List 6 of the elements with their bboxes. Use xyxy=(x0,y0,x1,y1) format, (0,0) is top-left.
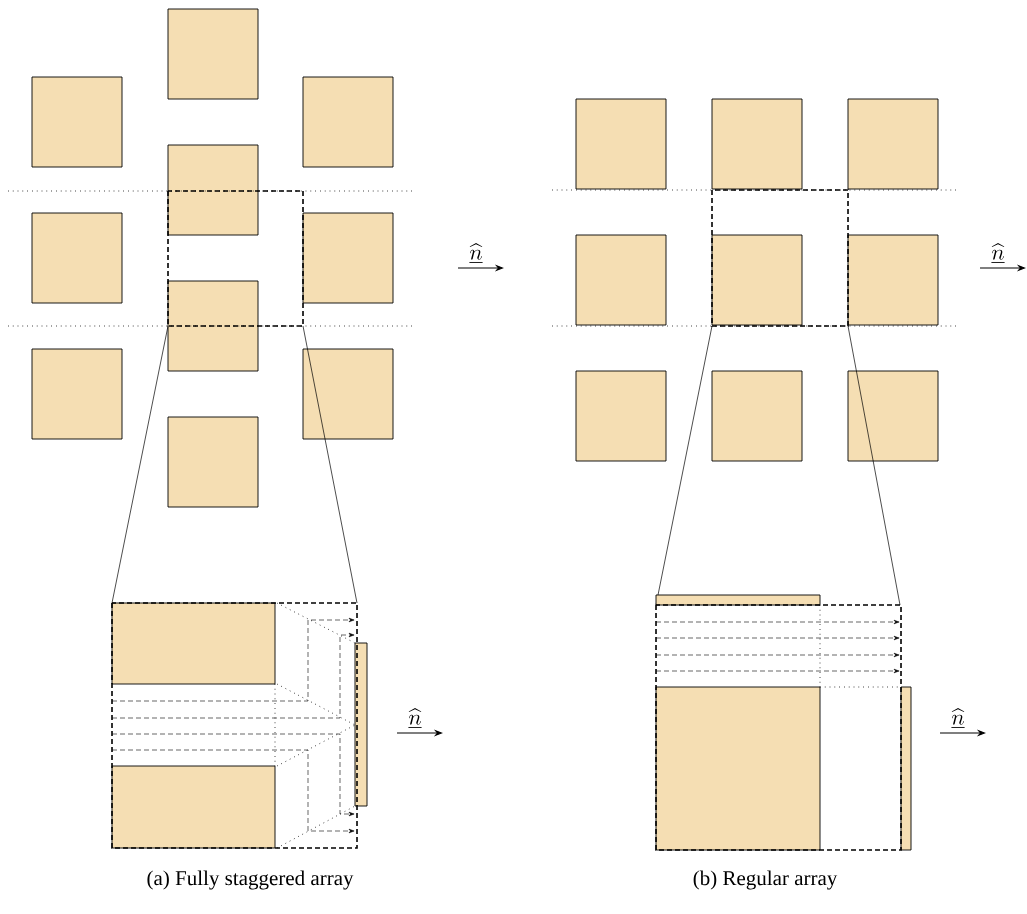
normal-vector-label: $\underline{\widehat{n}}$ xyxy=(408,708,422,728)
subfigure-caption: (a) Fully staggered array xyxy=(147,870,354,890)
normal-vector-label: $\underline{\widehat{n}}$ xyxy=(991,243,1005,263)
subfigure-caption: (b) Regular array xyxy=(693,870,838,890)
normal-vector-label: $\underline{\widehat{n}}$ xyxy=(469,243,483,263)
normal-vector-label: $\underline{\widehat{n}}$ xyxy=(951,708,965,728)
